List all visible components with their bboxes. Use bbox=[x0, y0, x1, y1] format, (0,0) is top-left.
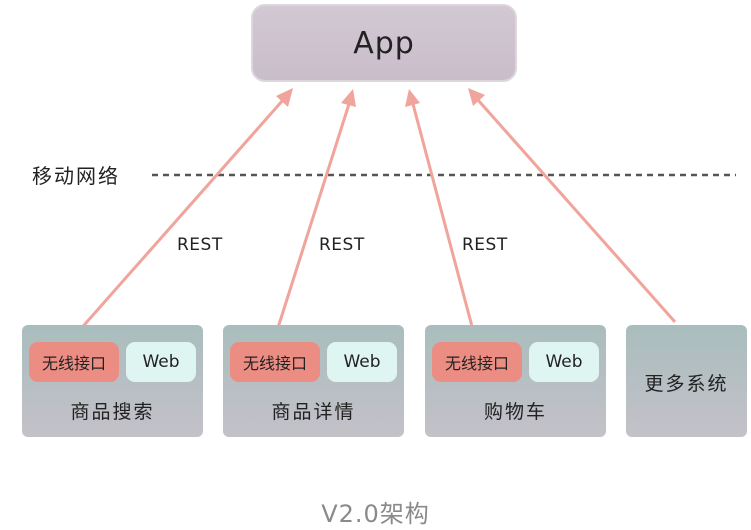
system-box-detail: 无线接口 Web 商品详情 bbox=[223, 325, 404, 437]
system-name: 购物车 bbox=[483, 401, 547, 423]
rest-label-detail: REST bbox=[319, 235, 365, 255]
app-box: App bbox=[251, 4, 517, 82]
rest-label-search: REST bbox=[177, 235, 223, 255]
app-label: App bbox=[353, 25, 415, 61]
system-box-search: 无线接口 Web 商品搜索 bbox=[22, 325, 203, 437]
arrow-more-to-app-head bbox=[468, 88, 485, 106]
wireless-api-box: 无线接口 bbox=[29, 342, 119, 382]
arrow-cart-to-app-shaft bbox=[411, 103, 476, 335]
diagram-caption: V2.0架构 bbox=[321, 500, 430, 528]
web-box: Web bbox=[126, 342, 196, 382]
system-name: 商品搜索 bbox=[70, 401, 155, 423]
arrow-more-to-app-shaft bbox=[476, 99, 677, 323]
arrow-search-to-app-head bbox=[276, 88, 293, 107]
network-label: 移动网络 bbox=[32, 164, 120, 188]
web-box: Web bbox=[327, 342, 397, 382]
system-name: 商品详情 bbox=[271, 401, 356, 423]
system-box-more: 更多系统 bbox=[626, 325, 747, 437]
arrow-search-to-app-shaft bbox=[76, 99, 285, 333]
arrow-cart-to-app-head bbox=[405, 89, 420, 107]
web-box: Web bbox=[529, 342, 599, 382]
system-name: 更多系统 bbox=[644, 373, 729, 395]
arrow-detail-to-app-shaft bbox=[274, 103, 351, 335]
wireless-api-box: 无线接口 bbox=[230, 342, 320, 382]
system-box-cart: 无线接口 Web 购物车 bbox=[425, 325, 606, 437]
rest-label-cart: REST bbox=[462, 235, 508, 255]
wireless-api-box: 无线接口 bbox=[432, 342, 522, 382]
arrow-detail-to-app-head bbox=[341, 89, 356, 107]
